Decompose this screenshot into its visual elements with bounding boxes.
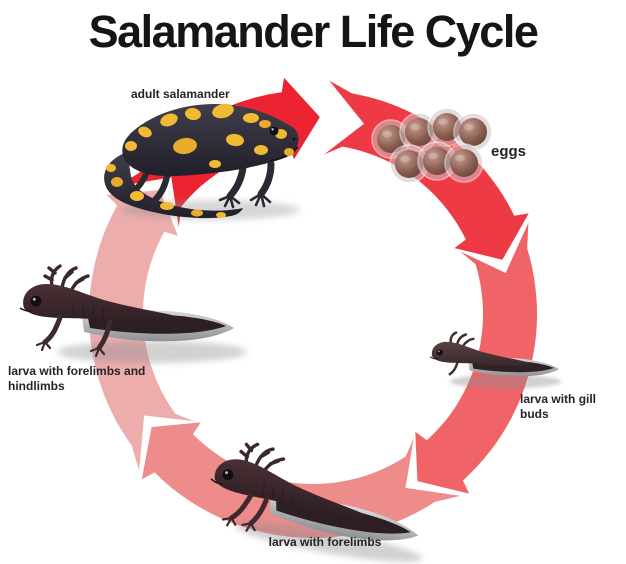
- stage-label-adult-salamander: adult salamander: [131, 87, 230, 101]
- egg: [444, 143, 484, 183]
- stage-label-larva-with-forelimbs: larva with forelimbs: [268, 535, 382, 549]
- adult-spots: [106, 103, 294, 218]
- adult-eye-glint: [271, 128, 274, 131]
- larva-ribs: [262, 481, 295, 505]
- larva-mouth: [19, 307, 34, 312]
- larva-hindlimb: [89, 319, 113, 358]
- larva-with-forelimbs-illustration: [210, 442, 423, 562]
- larva-limb-bud: [448, 361, 459, 376]
- larva-eye: [436, 349, 443, 356]
- egg: [389, 144, 429, 184]
- cycle-arrow-bottom-right-arc: [415, 222, 537, 494]
- adult-salamander-illustration: [104, 103, 300, 220]
- larva-body: [214, 459, 371, 518]
- larva-gills: [239, 442, 286, 473]
- larva-mouth: [210, 478, 224, 485]
- larva-eye-glint: [32, 297, 36, 301]
- larva-mouth: [429, 356, 439, 360]
- stage-label-larva-with-forelimbs-and-hindlimbs: larva with forelimbs and hindlimbs: [8, 364, 146, 394]
- adult-tail: [104, 152, 243, 219]
- larva-body: [23, 284, 184, 323]
- adult-jaw-line: [269, 146, 299, 162]
- larva-with-forelimbs-and-hindlimbs-illustration: [19, 264, 247, 363]
- larva-with-gill-buds-illustration: [429, 331, 562, 389]
- larva-body: [431, 341, 531, 366]
- larva-gill-buds: [449, 331, 475, 348]
- larva-forelimb: [221, 493, 269, 532]
- larva-eye: [30, 295, 42, 307]
- larva-ribs: [72, 301, 106, 320]
- eggs-illustration: [371, 107, 493, 184]
- cycle-arrow-bottom-left-arc: [141, 422, 461, 538]
- larva-eye-glint: [225, 471, 229, 475]
- larva-eye-glint: [438, 350, 440, 353]
- larva-forelimb: [35, 315, 63, 352]
- stage-label-eggs: eggs: [491, 143, 527, 160]
- adult-legs: [122, 160, 275, 212]
- page-title: Salamander Life Cycle: [88, 6, 539, 57]
- adult-nostril: [292, 137, 296, 141]
- stage-label-larva-with-gill-buds: larva with gill buds: [520, 392, 597, 422]
- adult-eye: [269, 126, 279, 136]
- larva-gills: [43, 264, 90, 293]
